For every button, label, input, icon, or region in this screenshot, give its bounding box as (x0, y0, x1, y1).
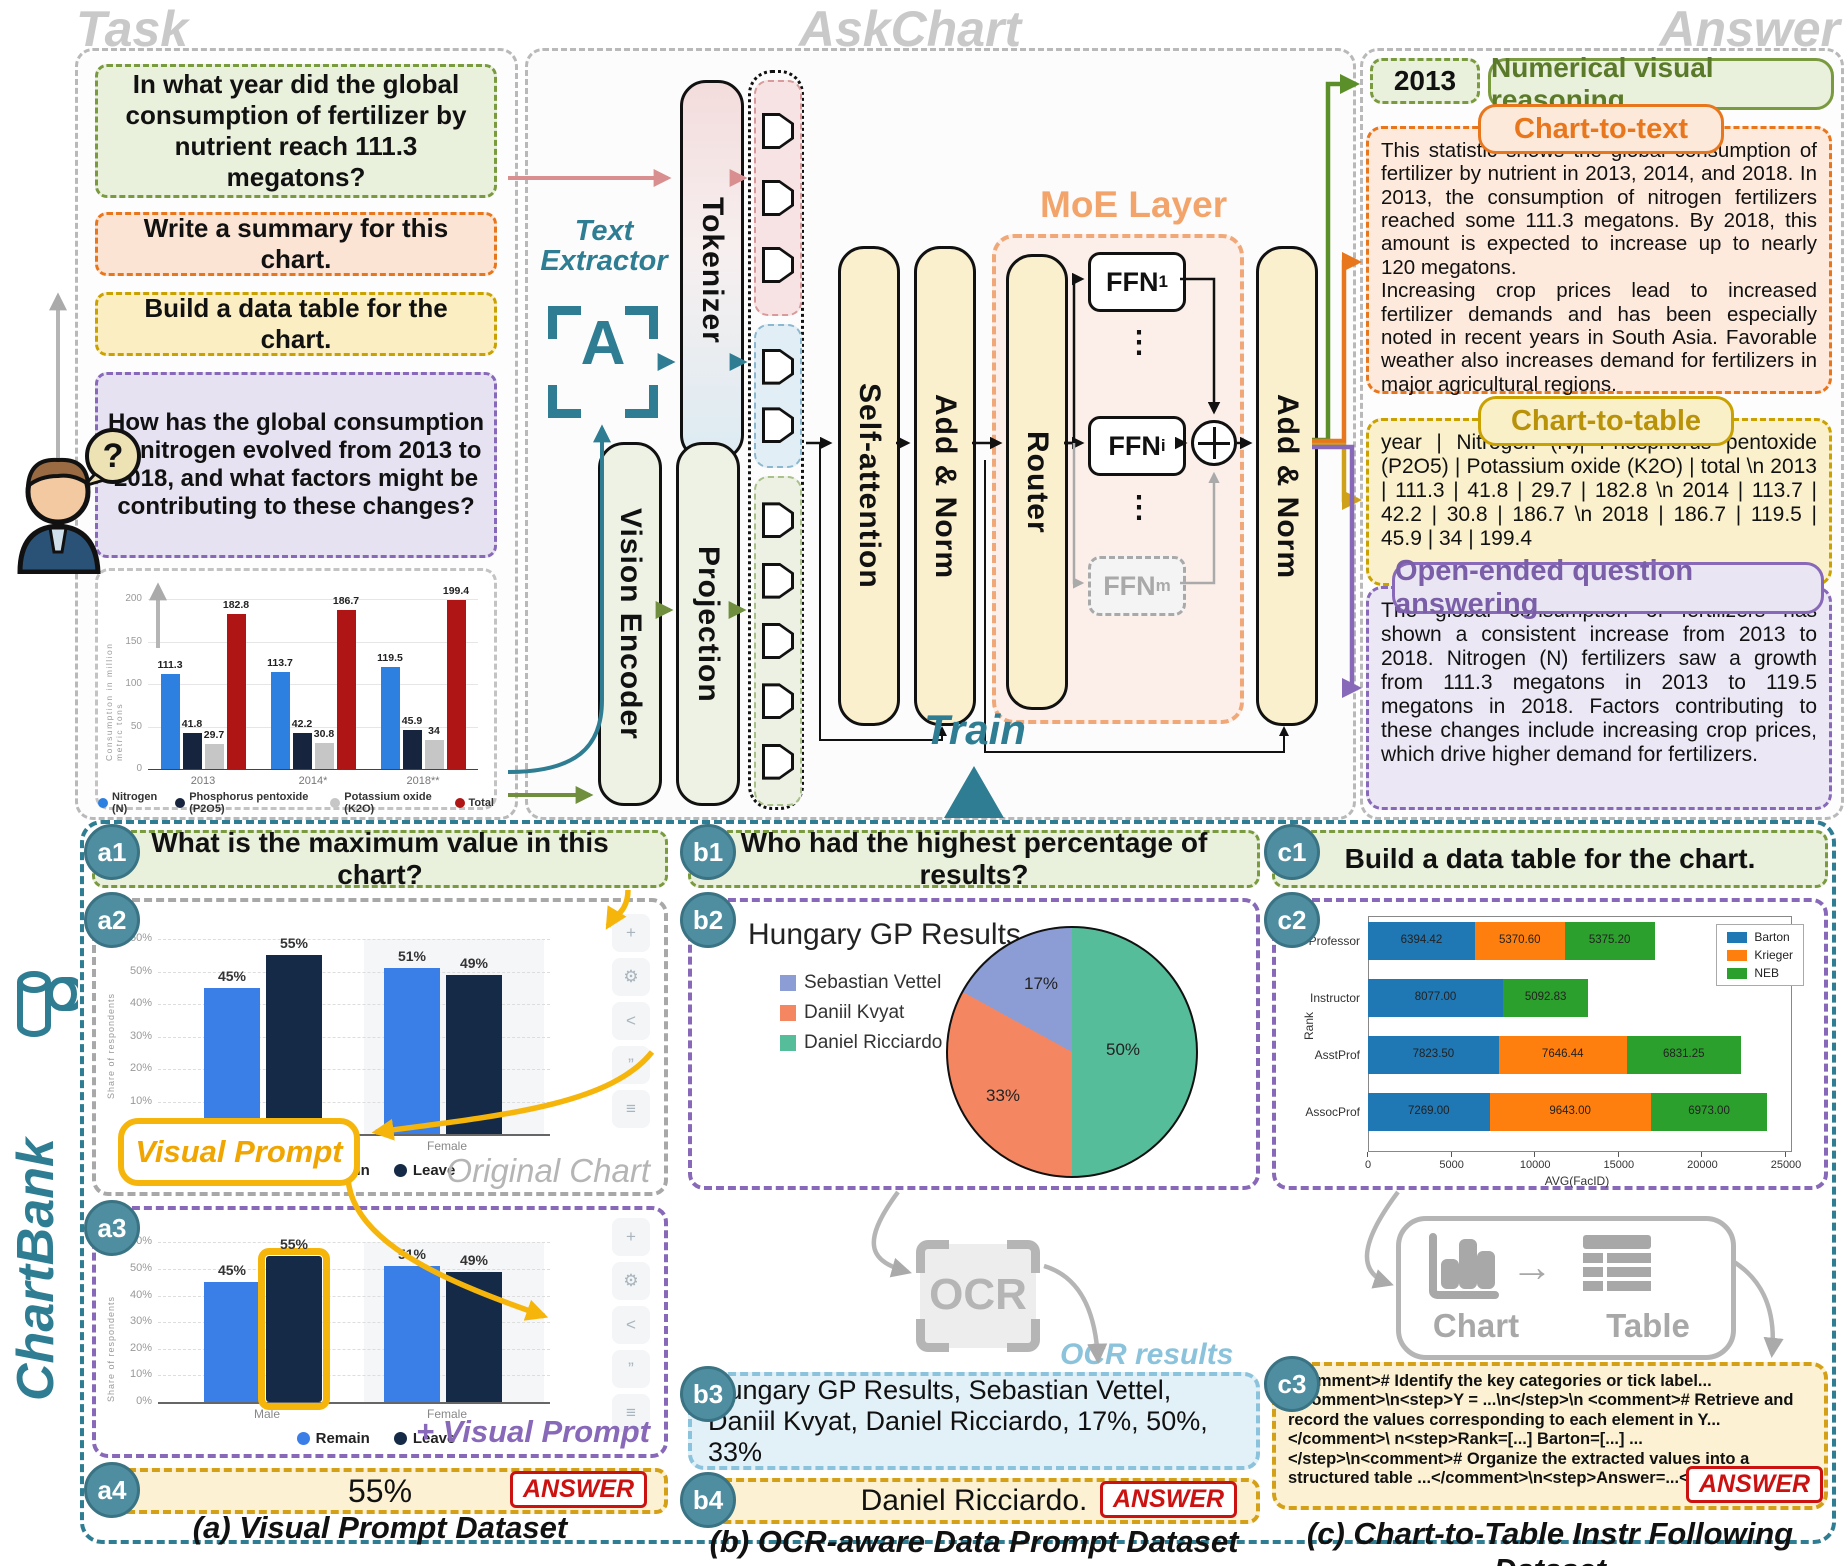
quote-icon[interactable]: ” (612, 1046, 650, 1084)
label-a4: a4 (84, 1462, 140, 1518)
quote-icon[interactable]: ” (612, 1350, 650, 1388)
task-header: Task (76, 1, 189, 57)
label-b1: b1 (680, 824, 736, 880)
open-ended-badge: Open-ended question answering (1392, 555, 1824, 620)
c3-instruction-box: <comment># Identify the key categories o… (1272, 1362, 1828, 1510)
moe-layer-label: MoE Layer (1040, 184, 1228, 225)
add-norm2-block: Add & Norm (1256, 246, 1318, 726)
chart-to-table-icon-box: → Chart Table (1396, 1216, 1736, 1360)
nvr-answer-value: 2013 (1370, 58, 1480, 104)
print-icon[interactable]: ≡ (612, 1090, 650, 1128)
label-b2: b2 (680, 892, 736, 948)
vision-tokens (754, 476, 802, 806)
label-a1: a1 (84, 824, 140, 880)
chartbank-panel (80, 820, 1836, 1544)
ffn-dots-2: ⋮ (1124, 491, 1154, 524)
gear-icon[interactable]: ⚙ (612, 1262, 650, 1300)
label-c3: c3 (1264, 1356, 1320, 1412)
svg-text:?: ? (103, 437, 124, 475)
gear-icon[interactable]: ⚙ (612, 958, 650, 996)
text-tokens (754, 80, 802, 316)
ocr-results-label: OCR results (1060, 1338, 1234, 1371)
b-caption: (b) OCR-aware Data Prompt Dataset (709, 1524, 1239, 1559)
label-c2: c2 (1264, 892, 1320, 948)
extracted-text-tokens (754, 324, 802, 468)
chart-to-table-arrow-icon: → (1511, 1243, 1553, 1290)
c-caption: (c) Chart-to-Table Instr Following Datas… (1306, 1516, 1794, 1566)
chart-to-table-badge: Chart-to-table (1478, 396, 1734, 446)
b1-question: Who had the highest percentage of result… (688, 827, 1260, 890)
text-extractor-label: Text Extractor (540, 215, 668, 278)
label-b4: b4 (680, 1472, 736, 1528)
task-question-summary: Write a summary for this chart. (95, 212, 497, 276)
train-arrow-icon (944, 766, 1004, 818)
router-block: Router (1006, 254, 1068, 710)
ocr-icon: OCR (916, 1240, 1040, 1352)
sum-plus-icon (1191, 420, 1237, 466)
chart-to-text-body: This statistic shows the global consumpt… (1366, 126, 1832, 396)
share-icon[interactable]: < (612, 1002, 650, 1040)
nvr-badge: Numerical visual reasoning (1488, 52, 1834, 115)
pin-icon[interactable]: + (612, 1218, 650, 1256)
a-answer-badge: ANSWER (510, 1471, 648, 1508)
share-icon[interactable]: < (612, 1306, 650, 1344)
task-question-openended: How has the global consumption of nitrog… (95, 372, 497, 558)
open-ended-body: The global consumption of fertilizers ha… (1366, 586, 1832, 810)
askchart-header: AskChart (798, 1, 1022, 57)
a1-question: What is the maximum value in this chart? (92, 827, 668, 890)
label-a2: a2 (84, 892, 140, 948)
visual-prompt-label: Visual Prompt (118, 1118, 360, 1186)
ffn-dots-1: ⋮ (1124, 326, 1154, 359)
plus-visual-prompt-label: + Visual Prompt (416, 1414, 650, 1449)
b3-ocr-text-box: Hungary GP Results, Sebastian Vettel, Da… (688, 1372, 1260, 1470)
task-question-nvr: In what year did the global consumption … (95, 64, 497, 198)
add-norm-block: Add & Norm (914, 246, 976, 726)
chart-icon (1429, 1233, 1499, 1299)
projection-block: Projection (676, 442, 740, 806)
print-icon[interactable]: ≡ (612, 1394, 650, 1432)
label-c1: c1 (1264, 824, 1320, 880)
vision-encoder-block: Vision Encoder (598, 442, 662, 806)
b-answer-badge: ANSWER (1100, 1481, 1238, 1518)
a3-prompted-chart-box: 0%10%20%30%40%50%60%Share of respondents… (92, 1206, 668, 1458)
pin-icon[interactable]: + (612, 914, 650, 952)
task-question-table: Build a data table for the chart. (95, 292, 497, 356)
train-label: Train (924, 706, 1026, 753)
answer-header: Answer (1659, 1, 1840, 57)
label-a3: a3 (84, 1200, 140, 1256)
tokenizer-block: Tokenizer (680, 80, 744, 461)
text-extractor-icon: A (548, 306, 658, 418)
label-b3: b3 (680, 1366, 736, 1422)
user-person-icon: ? (17, 428, 141, 574)
a-caption: (a) Visual Prompt Dataset (192, 1510, 568, 1545)
chart-to-text-badge: Chart-to-text (1478, 104, 1724, 154)
c-answer-badge: ANSWER (1686, 1466, 1824, 1503)
c1-question: Build a data table for the chart. (1272, 830, 1828, 888)
original-chart-label: Original Chart (446, 1152, 650, 1189)
self-attention-block: Self-attention (838, 246, 900, 726)
token-sequence (748, 70, 804, 810)
chartbank-label: ChartBank (7, 1138, 65, 1402)
database-icon (17, 971, 78, 1037)
table-icon (1583, 1235, 1651, 1291)
